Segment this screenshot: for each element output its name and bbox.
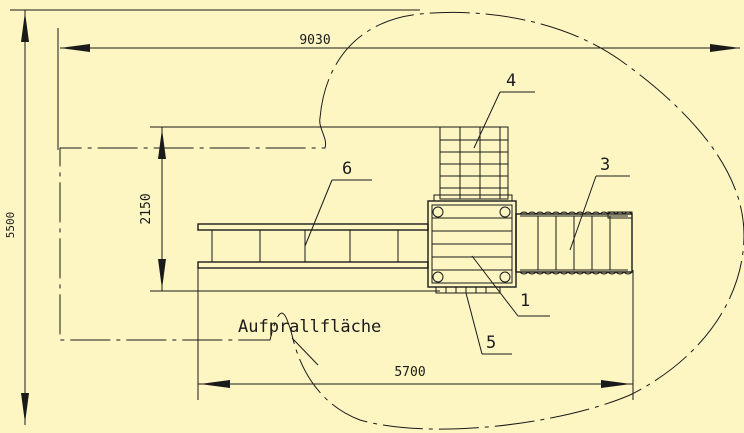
dimension-2150-label: 2150 — [139, 193, 154, 224]
dimension-5700-label: 5700 — [394, 365, 425, 380]
part-label-6-text: 6 — [342, 159, 352, 179]
ladder-tower — [433, 126, 513, 202]
part-label-1-text: 1 — [520, 291, 530, 311]
left-vertical-dimension: 5500 — [4, 9, 420, 425]
part-label-4-text: 4 — [506, 71, 516, 91]
dimension-5700: 5700 — [197, 265, 634, 400]
part-label-5-text: 5 — [486, 333, 496, 353]
left-vertical-dimension-label: 5500 — [4, 212, 17, 239]
part-label-3-text: 3 — [600, 155, 610, 175]
bridge — [197, 223, 429, 269]
impact-area-label-group: Aufprallfläche — [238, 317, 381, 366]
lower-element — [435, 286, 501, 294]
part-label-1: 1 — [471, 255, 550, 317]
part-label-6: 6 — [304, 159, 372, 247]
dimension-9030: 9030 — [57, 28, 740, 150]
part-label-3: 3 — [569, 155, 630, 251]
impact-area-outline — [59, 11, 744, 430]
dimension-2150: 2150 — [139, 126, 440, 292]
central-platform — [427, 200, 517, 288]
impact-area-label: Aufprallfläche — [238, 317, 381, 337]
part-label-4: 4 — [473, 71, 535, 149]
part-label-5: 5 — [465, 292, 512, 355]
dimension-9030-label: 9030 — [299, 33, 330, 48]
slide — [515, 211, 633, 275]
